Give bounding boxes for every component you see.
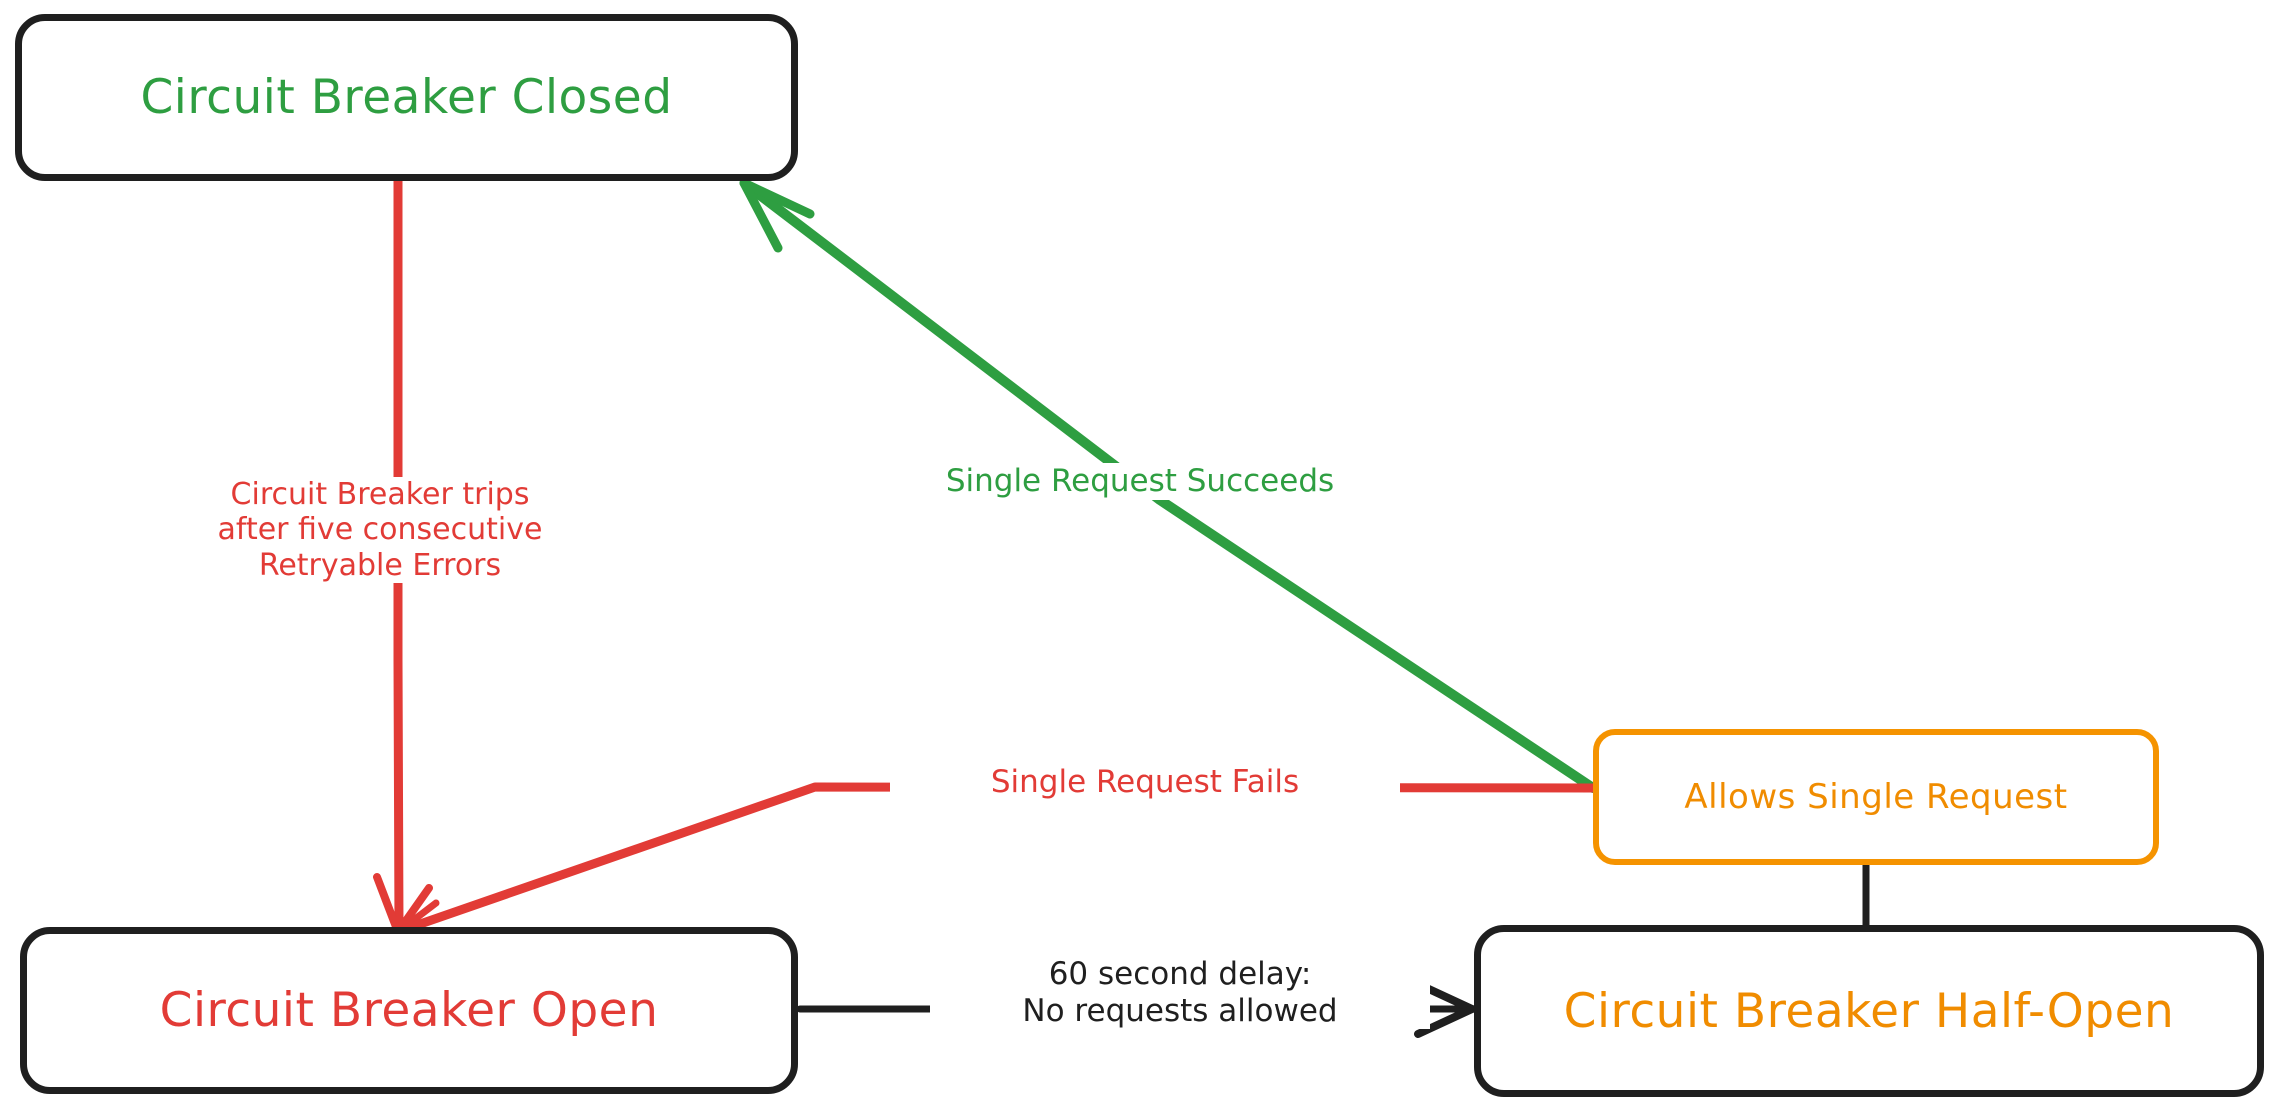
edge-label-open-to-half-open: 60 second delay: No requests allowed: [930, 956, 1430, 1030]
node-circuit-breaker-open[interactable]: Circuit Breaker Open: [20, 927, 798, 1094]
edge-label-closed-to-open: Circuit Breaker trips after five consecu…: [150, 477, 610, 584]
node-circuit-breaker-closed[interactable]: Circuit Breaker Closed: [15, 14, 798, 181]
node-circuit-breaker-half-open[interactable]: Circuit Breaker Half-Open: [1474, 925, 2264, 1097]
edge-allows-to-open: [395, 782, 1598, 938]
node-circuit-breaker-open-label: Circuit Breaker Open: [159, 983, 659, 1038]
node-circuit-breaker-half-open-label: Circuit Breaker Half-Open: [1563, 983, 2175, 1039]
edge-allows-to-closed: [739, 178, 1598, 793]
node-allows-single-request[interactable]: Allows Single Request: [1593, 729, 2159, 865]
node-allows-single-request-label: Allows Single Request: [1684, 777, 2068, 817]
edge-label-allows-to-closed: Single Request Succeeds: [860, 463, 1420, 500]
node-circuit-breaker-closed-label: Circuit Breaker Closed: [140, 70, 673, 125]
edge-label-allows-to-open: Single Request Fails: [890, 762, 1400, 803]
